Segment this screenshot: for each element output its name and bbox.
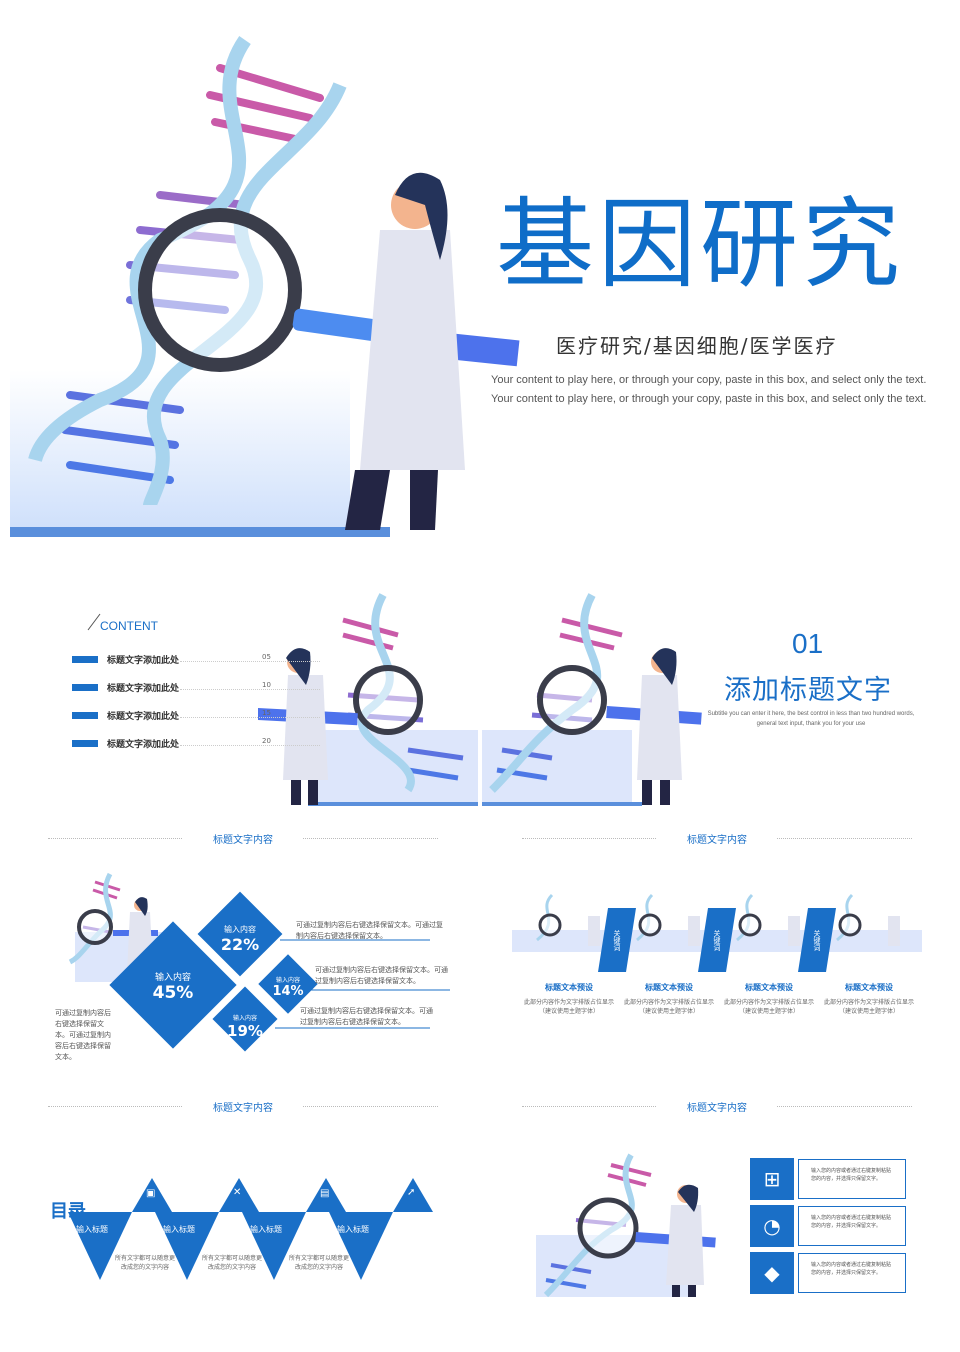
toc-item-number: 20 bbox=[262, 737, 271, 745]
section-title: 添加标题文字 bbox=[724, 675, 892, 706]
triangle-label: 输入标题 bbox=[337, 1225, 369, 1234]
diamond-big: 输入内容 45% bbox=[143, 970, 203, 1003]
rocket-icon: ➚ bbox=[407, 1187, 416, 1198]
section-illustration bbox=[482, 593, 702, 806]
slide-heading: 标题文字内容 bbox=[183, 831, 303, 846]
diamond-text-left: 可通过复制内容后右键选择保留文本。可通过复制内容后右键选择保留文本。 bbox=[55, 1009, 111, 1061]
slide-heading: 标题文字内容 bbox=[657, 1099, 777, 1114]
diamond-text-mid: 可通过复制内容后右键选择保留文本。可通过复制内容后右键选择保留文本。 bbox=[315, 966, 448, 985]
section-number: 01 bbox=[792, 628, 824, 659]
keyword-banner bbox=[512, 893, 922, 972]
diamond-top-value: 22% bbox=[220, 935, 260, 954]
triangle-desc: 所有文字都可以随意更改成您的文字内容 bbox=[115, 1255, 176, 1271]
keyword-tag: 关键词 bbox=[613, 930, 621, 951]
toc-item-label: 标题文字添加此处 bbox=[107, 656, 180, 666]
diamond-right-value: 14% bbox=[272, 984, 304, 999]
triangle-label: 输入标题 bbox=[76, 1225, 108, 1234]
toc-bullet bbox=[72, 656, 98, 663]
iconlist-text: 输入您的内容或者通过右键复制粘贴您的内容，并选择只保留文字。 bbox=[798, 1253, 906, 1293]
keyword-slide: 关键词 关键词 关键词 标题文本预设 标题文本预设 标题文本预设 标题文本预设 … bbox=[512, 890, 922, 1030]
keyword-desc: 此部分内容作为文字排版占位显示（建议使用主题字体） bbox=[524, 999, 615, 1015]
toc-item-label: 标题文字添加此处 bbox=[107, 712, 180, 722]
toc-slash bbox=[87, 613, 101, 631]
triangle-label: 输入标题 bbox=[163, 1225, 195, 1234]
toc-item-label: 标题文字添加此处 bbox=[107, 684, 180, 694]
keyword-title: 标题文本预设 bbox=[745, 983, 793, 992]
diamond-bottom: 输入内容 19% bbox=[220, 1013, 270, 1040]
graduation-cap-icon-box: ◆ bbox=[750, 1252, 794, 1294]
section-desc-line-1: Subtitle you can enter it here, the best… bbox=[707, 711, 915, 717]
toc-dots bbox=[180, 661, 320, 662]
toc-bullet bbox=[72, 740, 98, 747]
diamond-slide: 输入内容 45% 输入内容 22% 输入内容 14% 输入内容 19% 可通过复… bbox=[40, 860, 460, 1080]
diamond-text-top: 可通过复制内容后右键选择保留文本。可通过复制内容后右键选择保留文本。 bbox=[296, 921, 443, 940]
toc-item[interactable]: 标题文字添加此处 15 bbox=[72, 709, 320, 723]
iconlist-illustration bbox=[536, 1153, 716, 1298]
map-icon: ⊞ bbox=[763, 1167, 781, 1191]
toc-item-number: 10 bbox=[262, 681, 271, 689]
map-icon-box: ⊞ bbox=[750, 1158, 794, 1200]
toc-item[interactable]: 标题文字添加此处 20 bbox=[72, 737, 320, 751]
slide-heading: 标题文字内容 bbox=[657, 831, 777, 846]
iconlist-text: 输入您的内容或者通过右键复制粘贴您的内容，并选择只保留文字。 bbox=[798, 1159, 906, 1199]
iconlist-slide: ⊞ 输入您的内容或者通过右键复制粘贴您的内容，并选择只保留文字。 ◔ 输入您的内… bbox=[536, 1150, 916, 1300]
triangle-slide: ▣ ✕ ▤ ➚ 输入标题 输入标题 输入标题 输入标题 所有文字都可以随意更改成… bbox=[60, 1170, 440, 1290]
keyword-desc: 此部分内容作为文字排版占位显示（建议使用主题字体） bbox=[724, 999, 815, 1015]
triangle-desc: 所有文字都可以随意更改成您的文字内容 bbox=[202, 1255, 263, 1271]
toc-dots bbox=[180, 689, 320, 690]
briefcase-icon: ▣ bbox=[146, 1188, 156, 1199]
diamond-right-label: 输入内容 bbox=[275, 977, 300, 984]
diamond-top-label: 输入内容 bbox=[224, 925, 256, 934]
diamond-bottom-value: 19% bbox=[227, 1022, 263, 1040]
toc-bullet bbox=[72, 684, 98, 691]
diamond-right: 输入内容 14% bbox=[263, 975, 313, 999]
diamond-big-value: 45% bbox=[152, 983, 194, 1003]
iconlist-text: 输入您的内容或者通过右键复制粘贴您的内容，并选择只保留文字。 bbox=[798, 1206, 906, 1246]
hero-illustration bbox=[10, 36, 520, 537]
keyword-title: 标题文本预设 bbox=[845, 983, 893, 992]
keyword-desc: 此部分内容作为文字排版占位显示（建议使用主题字体） bbox=[624, 999, 715, 1015]
diamond-big-label: 输入内容 bbox=[154, 973, 191, 983]
section-slide bbox=[482, 590, 952, 810]
toc-content-label: CONTENT bbox=[100, 619, 158, 633]
toc-item[interactable]: 标题文字添加此处 05 bbox=[72, 653, 320, 667]
triangle-label: 输入标题 bbox=[250, 1225, 282, 1234]
diamond-text-low: 可通过复制内容后右键选择保留文本。可通过复制内容后右键选择保留文本。 bbox=[300, 1007, 433, 1026]
hero-slide: 基因研究 医疗研究/基因细胞/医学医疗 Your content to play… bbox=[10, 0, 950, 540]
slide-heading: 标题文字内容 bbox=[183, 1099, 303, 1114]
toc-bullet bbox=[72, 712, 98, 719]
triangle-desc: 所有文字都可以随意更改成您的文字内容 bbox=[289, 1255, 350, 1271]
toc-illustration bbox=[258, 593, 478, 806]
toc-item[interactable]: 标题文字添加此处 10 bbox=[72, 681, 320, 695]
keyword-tag: 关键词 bbox=[813, 930, 821, 951]
toc-item-number: 05 bbox=[262, 653, 271, 661]
toc-dots bbox=[180, 717, 320, 718]
triangle-shapes bbox=[68, 1178, 433, 1280]
diamond-chart bbox=[109, 891, 450, 1052]
toc-slide: 目录 CONTENT 标题文字添加此处 05 标题文字添加此处 10 标题文字添… bbox=[0, 590, 480, 1222]
tools-icon: ✕ bbox=[233, 1187, 242, 1198]
keyword-title: 标题文本预设 bbox=[645, 983, 693, 992]
keyword-title: 标题文本预设 bbox=[545, 983, 593, 992]
wallet-icon: ▤ bbox=[320, 1188, 330, 1199]
section-desc-line-2: general text input, thank you for your u… bbox=[756, 721, 866, 727]
hero-title: 基因研究 bbox=[496, 188, 905, 302]
hero-text-line-2: Your content to play here, or through yo… bbox=[491, 393, 927, 405]
diamond-bottom-label: 输入内容 bbox=[232, 1015, 257, 1022]
keyword-desc: 此部分内容作为文字排版占位显示（建议使用主题字体） bbox=[824, 999, 915, 1015]
keyword-tag: 关键词 bbox=[713, 930, 721, 951]
graduation-cap-icon: ◆ bbox=[764, 1261, 780, 1285]
hero-text-line-1: Your content to play here, or through yo… bbox=[491, 374, 927, 386]
toc-item-label: 标题文字添加此处 bbox=[107, 740, 180, 750]
toc-item-number: 15 bbox=[262, 709, 271, 717]
gauge-icon-box: ◔ bbox=[750, 1205, 794, 1247]
diamond-top: 输入内容 22% bbox=[215, 924, 265, 954]
toc-dots bbox=[180, 745, 320, 746]
hero-subtitle: 医疗研究/基因细胞/医学医疗 bbox=[556, 334, 838, 358]
gauge-icon: ◔ bbox=[763, 1214, 781, 1238]
